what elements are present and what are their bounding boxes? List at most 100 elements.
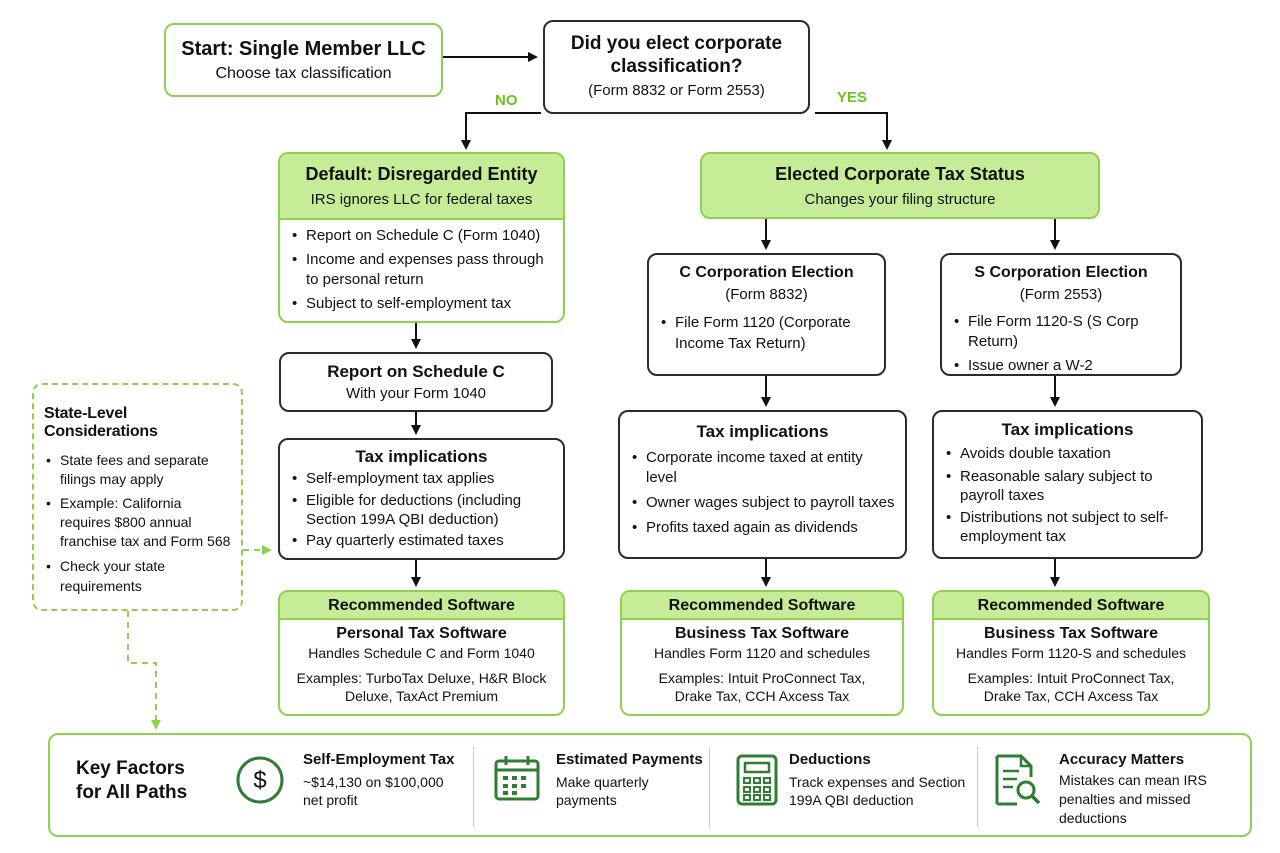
state-title: State-Level Considerations	[44, 405, 158, 440]
schedule-c-subtitle: With your Form 1040	[345, 385, 487, 402]
key-factor-deductions: Deductions Track expenses and Section 19…	[735, 751, 975, 821]
software-subtitle: Handles Form 1120 and schedules	[653, 645, 871, 661]
list-item: File Form 1120-S (S Corp Return)	[952, 312, 1170, 352]
list-item: Check your state requirements	[44, 556, 231, 596]
tax-implications-title: Tax implications	[696, 422, 829, 441]
key-factor-text: ~$14,130 on $100,000 net profit	[303, 774, 444, 808]
key-factors-title-line1: Key Factors	[76, 758, 185, 779]
default-entity-box: Default: Disregarded Entity IRS ignores …	[278, 152, 565, 323]
software-header: Recommended Software	[934, 592, 1208, 620]
divider	[977, 747, 978, 827]
c-corp-title: C Corporation Election	[679, 264, 854, 281]
divider	[709, 747, 710, 827]
list-item: Owner wages subject to payroll taxes	[630, 493, 895, 513]
software-examples: Examples: Intuit ProConnect Tax, Drake T…	[967, 670, 1175, 704]
list-item: Corporate income taxed at entity level	[630, 448, 895, 488]
software-personal-box: Recommended Software Personal Tax Softwa…	[278, 590, 565, 716]
default-entity-header: Default: Disregarded Entity IRS ignores …	[280, 154, 563, 220]
tax-implications-list: Avoids double taxation Reasonable salary…	[944, 444, 1191, 546]
key-factors-bar: Key Factors for All Paths $ Self-Employm…	[48, 733, 1252, 837]
key-factor-accuracy: Accuracy Matters Mistakes can mean IRS p…	[993, 751, 1233, 831]
key-factor-text: Track expenses and Section 199A QBI dedu…	[789, 774, 966, 808]
s-corp-list: File Form 1120-S (S Corp Return) Issue o…	[952, 312, 1170, 376]
start-subtitle: Choose tax classification	[215, 65, 392, 82]
key-factor-title: Estimated Payments	[556, 751, 703, 768]
c-corp-form: (Form 8832)	[725, 286, 808, 303]
key-factor-text: Mistakes can mean IRS penalties and miss…	[1059, 772, 1207, 826]
key-factor-title: Self-Employment Tax	[303, 751, 455, 768]
c-corp-box: C Corporation Election (Form 8832) File …	[647, 253, 886, 376]
tax-implications-s-box: Tax implications Avoids double taxation …	[932, 410, 1203, 559]
state-considerations-box: State-Level Considerations State fees an…	[32, 383, 243, 611]
software-title: Business Tax Software	[675, 625, 849, 642]
elected-title: Elected Corporate Tax Status	[775, 164, 1025, 184]
software-subtitle: Handles Form 1120-S and schedules	[955, 645, 1187, 661]
svg-text:$: $	[253, 767, 266, 794]
question-line1: Did you elect corporate	[570, 33, 783, 54]
label-no: NO	[495, 92, 518, 109]
tax-implications-c-box: Tax implications Corporate income taxed …	[618, 410, 907, 559]
document-search-icon	[993, 753, 1043, 812]
list-item: Reasonable salary subject to payroll tax…	[944, 467, 1191, 505]
dollar-icon: $	[235, 755, 285, 810]
key-factor-self-employment: $ Self-Employment Tax ~$14,130 on $100,0…	[235, 751, 465, 821]
key-factor-title: Deductions	[789, 751, 871, 768]
s-corp-form: (Form 2553)	[1019, 286, 1103, 303]
tax-implications-title: Tax implications	[355, 447, 488, 466]
question-box: Did you elect corporate classification? …	[543, 20, 810, 114]
list-item: Eligible for deductions (including Secti…	[290, 491, 553, 529]
software-c-box: Recommended Software Business Tax Softwa…	[620, 590, 904, 716]
list-item: Example: California requires $800 annual…	[44, 494, 231, 551]
state-list: State fees and separate filings may appl…	[44, 451, 231, 596]
divider	[473, 747, 474, 827]
list-item: File Form 1120 (Corporate Income Tax Ret…	[659, 312, 874, 354]
key-factors-title-line2: for All Paths	[76, 782, 188, 803]
default-entity-list: Report on Schedule C (Form 1040) Income …	[280, 220, 563, 314]
key-factor-estimated-payments: Estimated Payments Make quarterly paymen…	[493, 751, 713, 821]
tax-implications-list: Corporate income taxed at entity level O…	[630, 448, 895, 538]
software-s-box: Recommended Software Business Tax Softwa…	[932, 590, 1210, 716]
start-box: Start: Single Member LLC Choose tax clas…	[164, 23, 443, 97]
list-item: State fees and separate filings may appl…	[44, 451, 231, 489]
elected-corporate-box: Elected Corporate Tax Status Changes you…	[700, 152, 1100, 219]
list-item: Distributions not subject to self-employ…	[944, 508, 1191, 546]
arrow-yes-branch	[815, 112, 892, 150]
question-forms: (Form 8832 or Form 2553)	[588, 82, 765, 99]
arrow-state-to-key	[127, 611, 161, 730]
schedule-c-title: Report on Schedule C	[327, 362, 505, 381]
arrow-no-branch	[461, 112, 541, 150]
software-header: Recommended Software	[280, 592, 563, 620]
list-item: Self-employment tax applies	[290, 469, 553, 489]
tax-implications-list: Self-employment tax applies Eligible for…	[290, 469, 553, 551]
list-item: Report on Schedule C (Form 1040)	[290, 226, 553, 246]
software-examples: Examples: TurboTax Deluxe, H&R Block Del…	[296, 670, 547, 704]
s-corp-title: S Corporation Election	[974, 264, 1148, 281]
software-subtitle: Handles Schedule C and Form 1040	[308, 645, 535, 661]
list-item: Pay quarterly estimated taxes	[290, 531, 553, 551]
software-examples: Examples: Intuit ProConnect Tax, Drake T…	[658, 670, 866, 704]
list-item: Issue owner a W-2	[952, 356, 1170, 376]
c-corp-list: File Form 1120 (Corporate Income Tax Ret…	[659, 312, 874, 354]
list-item: Subject to self-employment tax	[290, 294, 553, 314]
tax-implications-default-box: Tax implications Self-employment tax app…	[278, 438, 565, 560]
schedule-c-box: Report on Schedule C With your Form 1040	[279, 352, 553, 412]
list-item: Avoids double taxation	[944, 444, 1191, 464]
label-yes: YES	[837, 89, 868, 106]
question-line2: classification?	[610, 56, 743, 77]
list-item: Income and expenses pass through to pers…	[290, 250, 553, 290]
key-factors-title: Key Factors for All Paths	[76, 757, 187, 805]
calculator-icon	[735, 753, 779, 812]
elected-subtitle: Changes your filing structure	[804, 191, 996, 208]
s-corp-box: S Corporation Election (Form 2553) File …	[940, 253, 1182, 376]
calendar-icon	[493, 753, 541, 808]
start-title: Start: Single Member LLC	[181, 38, 426, 60]
default-entity-subtitle: IRS ignores LLC for federal taxes	[310, 191, 533, 208]
key-factor-text: Make quarterly payments	[556, 774, 649, 808]
default-entity-title: Default: Disregarded Entity	[305, 164, 538, 184]
list-item: Profits taxed again as dividends	[630, 518, 895, 538]
software-header: Recommended Software	[622, 592, 902, 620]
software-title: Business Tax Software	[984, 625, 1158, 642]
key-factor-title: Accuracy Matters	[1059, 751, 1185, 768]
tax-implications-title: Tax implications	[1001, 420, 1134, 439]
